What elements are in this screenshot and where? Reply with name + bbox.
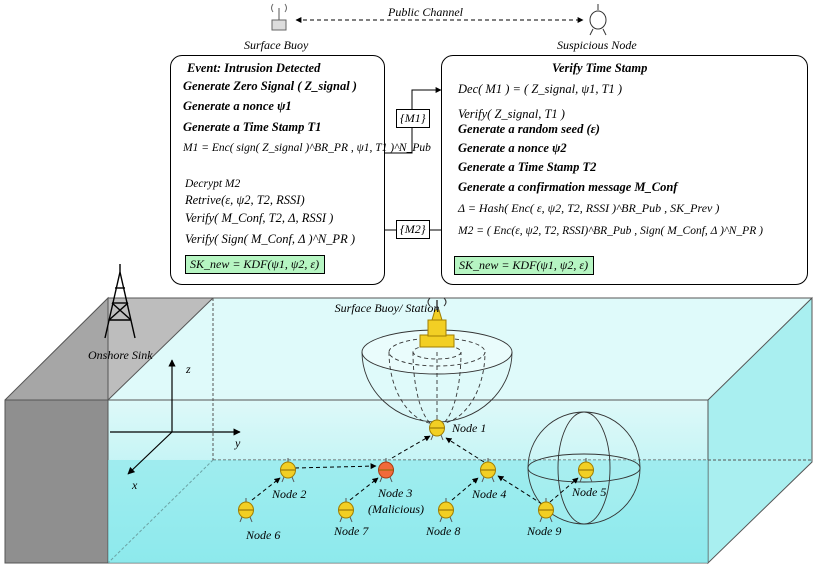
surface-buoy-header-icon	[271, 3, 287, 31]
node-6-icon	[238, 498, 254, 523]
right-line-1: Verify( Z_signal, T1 )	[458, 107, 565, 121]
node-links	[251, 435, 579, 505]
left-line2-1: Retrive(ε, ψ2, T2, RSSI)	[185, 193, 305, 207]
left-box-title: Event: Intrusion Detected	[187, 61, 321, 75]
node-2-icon	[280, 458, 296, 483]
node-2-label: Node 2	[272, 487, 307, 501]
node-7-icon	[338, 498, 354, 523]
left-line2-0: Decrypt M2	[185, 178, 241, 190]
m2-message-label: {M2}	[396, 220, 430, 239]
left-line2-3: Verify( Sign( M_Conf, Δ )^N_PR )	[185, 232, 355, 246]
suspicious-node-label: Suspicious Node	[557, 38, 637, 52]
right-line-7: M2 = ( Enc(ε, ψ2, T2, RSSI)^BR_Pub , Sig…	[458, 225, 763, 237]
node-9-label: Node 9	[527, 524, 562, 538]
axis-x-label: x	[132, 478, 138, 492]
left-session-key: SK_new = KDF(ψ1, ψ2, ε)	[185, 255, 325, 274]
left-line-3: M1 = Enc( sign( Z_signal )^BR_PR , ψ1, T…	[183, 142, 431, 154]
suspicious-node-protocol-box: Verify Time Stamp Dec( M1 ) = ( Z_signal…	[441, 55, 808, 285]
axes	[110, 359, 241, 475]
onshore-tower-icon	[104, 264, 136, 339]
right-line-6: Δ = Hash( Enc( ε, ψ2, T2, RSSI )^BR_Pub …	[458, 201, 720, 215]
node-4-label: Node 4	[472, 487, 507, 501]
m1-message-label: {M1}	[396, 109, 430, 128]
node-5-label: Node 5	[572, 485, 607, 499]
right-line-3: Generate a nonce ψ2	[458, 141, 567, 155]
right-box-title: Verify Time Stamp	[552, 61, 648, 75]
node-7-label: Node 7	[334, 524, 369, 538]
station-beam-hemisphere	[361, 329, 513, 427]
left-line-2: Generate a Time Stamp T1	[183, 120, 322, 134]
node-5-icon	[578, 458, 594, 483]
public-channel-label: Public Channel	[388, 5, 463, 19]
node-3-malicious-label: (Malicious)	[368, 502, 424, 516]
water-volume	[106, 296, 813, 565]
left-line-0: Generate Zero Signal ( Z_signal )	[183, 79, 357, 93]
node-4-icon	[480, 458, 496, 483]
station-label: Surface Buoy/ Station	[334, 301, 440, 315]
right-line-2: Generate a random seed (ε)	[458, 122, 600, 136]
sensor-nodes	[238, 416, 594, 523]
right-line-4: Generate a Time Stamp T2	[458, 160, 597, 174]
node-8-icon	[438, 498, 454, 523]
node-3-label: Node 3	[378, 486, 413, 500]
node-8-label: Node 8	[426, 524, 461, 538]
node-1-label: Node 1	[452, 421, 487, 435]
left-line-1: Generate a nonce ψ1	[183, 99, 292, 113]
right-session-key: SK_new = KDF(ψ1, ψ2, ε)	[454, 256, 594, 275]
suspicious-node-header-icon	[589, 4, 607, 36]
station-buoy-icon	[419, 297, 455, 348]
surface-buoy-label: Surface Buoy	[244, 38, 309, 52]
node-9-icon	[538, 498, 554, 523]
right-line-5: Generate a confirmation message M_Conf	[458, 180, 678, 194]
right-line-0: Dec( M1 ) = ( Z_signal, ψ1, T1 )	[458, 82, 623, 96]
axis-y-label: y	[235, 436, 241, 450]
node-3-icon	[378, 458, 394, 483]
onshore-sink-label: Onshore Sink	[88, 348, 153, 362]
axis-z-label: z	[186, 362, 191, 376]
node-1-icon	[429, 416, 445, 441]
node-6-label: Node 6	[246, 528, 281, 542]
surface-buoy-protocol-box: Event: Intrusion Detected Generate Zero …	[170, 55, 431, 285]
left-line2-2: Verify( M_Conf, T2, Δ, RSSI )	[185, 211, 334, 225]
